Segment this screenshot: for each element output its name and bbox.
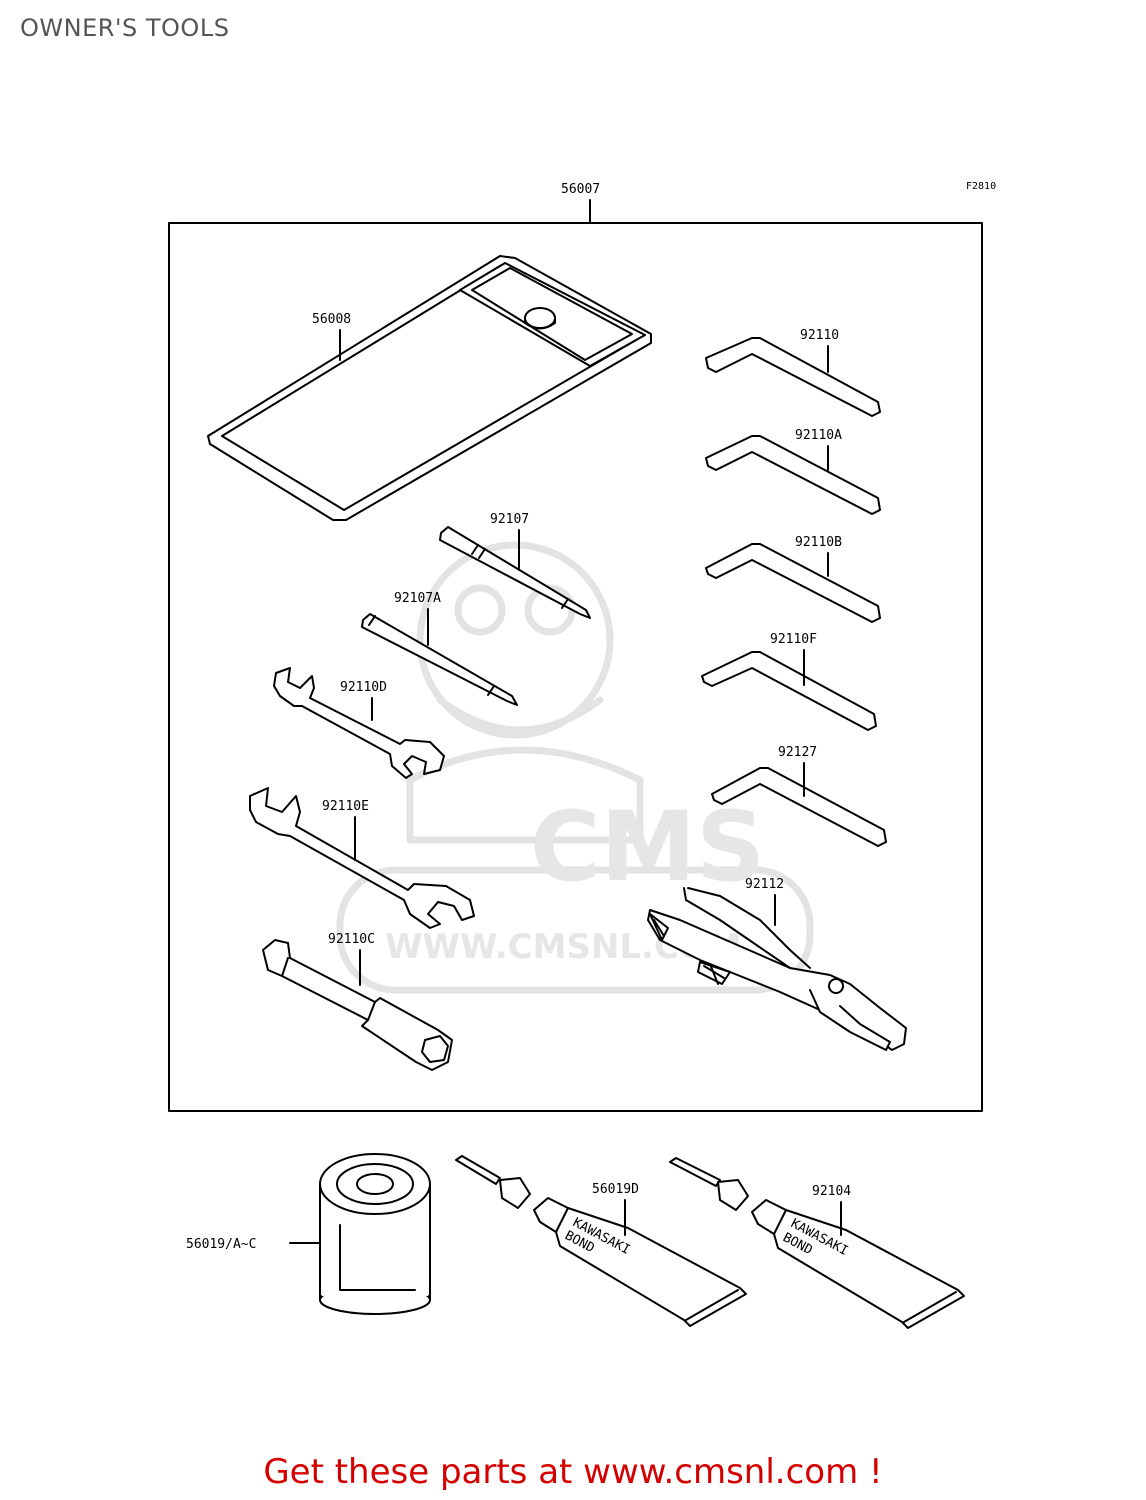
label-92107: 92107 <box>490 512 529 527</box>
label-92110a: 92110A <box>795 428 842 443</box>
label-92127: 92127 <box>778 745 817 760</box>
label-92110: 92110 <box>800 328 839 343</box>
label-92112: 92112 <box>745 877 784 892</box>
label-56019d: 56019D <box>592 1182 639 1197</box>
hex-key-92110b <box>705 543 881 623</box>
hex-key-92127 <box>711 767 887 847</box>
pliers-92112 <box>647 887 907 1051</box>
bond-tube-92104 <box>669 1157 965 1329</box>
label-92110b: 92110B <box>795 535 842 550</box>
page-title: OWNER'S TOOLS <box>20 14 230 42</box>
label-92110e: 92110E <box>322 799 369 814</box>
hex-key-92110a <box>705 435 881 515</box>
hex-key-92110 <box>705 337 881 417</box>
tool-pouch <box>207 255 652 521</box>
tool-set-frame <box>168 222 983 1112</box>
label-56019-a-c: 56019/A~C <box>186 1237 256 1252</box>
label-92110f: 92110F <box>770 632 817 647</box>
wrench-92110d <box>273 667 445 779</box>
hex-key-92110f <box>701 651 877 731</box>
oil-filter <box>319 1153 431 1315</box>
cms-watermark <box>336 541 814 994</box>
wrench-92110e <box>249 787 475 929</box>
screwdriver-92107 <box>439 526 591 619</box>
label-92110d: 92110D <box>340 680 387 695</box>
footer-link-text[interactable]: Get these parts at www.cmsnl.com ! <box>263 1452 883 1492</box>
figure-ref: F2810 <box>966 181 996 192</box>
label-92107a: 92107A <box>394 591 441 606</box>
label-92110c: 92110C <box>328 932 375 947</box>
footer-link[interactable]: Get these parts at www.cmsnl.com ! <box>0 1452 1146 1492</box>
label-92104: 92104 <box>812 1184 851 1199</box>
screwdriver-92107a <box>361 613 518 706</box>
label-56007: 56007 <box>561 182 600 197</box>
label-56008: 56008 <box>312 312 351 327</box>
bond-tube-56019d <box>455 1155 747 1327</box>
watermark-logo-text: CMS <box>530 791 765 903</box>
spark-plug-socket <box>262 939 453 1071</box>
